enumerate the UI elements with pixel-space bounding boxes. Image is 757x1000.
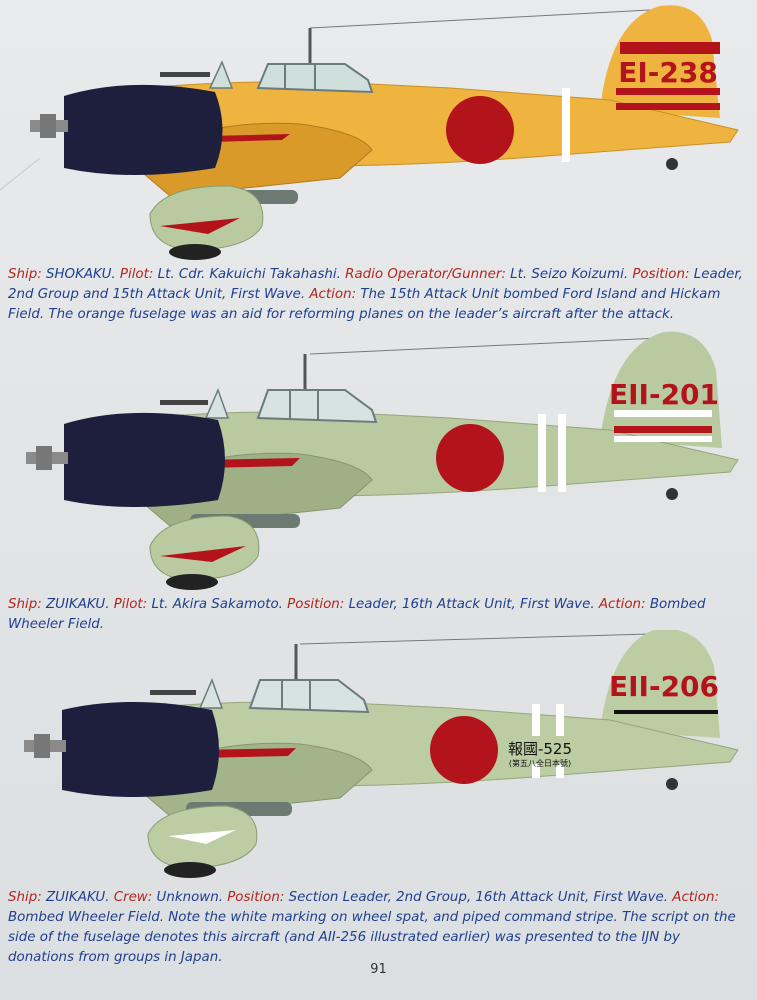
caption-3: Ship: ZUIKAKU. Crew: Unknown. Position: … (8, 888, 748, 968)
caption-field: Action: The 15th Attack Unit bombed Ford… (8, 287, 721, 322)
caption-field: Position: Leader, 16th Attack Unit, Firs… (287, 597, 595, 612)
caption-field: Ship: ZUIKAKU. (8, 890, 110, 905)
caption-field: Action: Bombed Wheeler Field. (8, 597, 706, 632)
page-number: 91 (370, 962, 387, 977)
tail-code: EII-201 (609, 378, 719, 411)
aircraft-profile-2: EII-201 (26, 331, 739, 590)
aircraft-profile-1: EI-238 (0, 5, 739, 260)
aircraft-profile-3: 報國-525 (第五八全日本號) EII-206 (24, 630, 739, 878)
caption-field: Position: Section Leader, 2nd Group, 16t… (227, 890, 669, 905)
caption-field: Pilot: Lt. Cdr. Kakuichi Takahashi. (119, 267, 341, 282)
tail-code: EII-206 (609, 670, 719, 703)
tail-code: EI-238 (618, 56, 718, 89)
caption-field: Ship: SHOKAKU. (8, 267, 116, 282)
hokoku-inscription: 報國-525 (508, 740, 572, 758)
caption-field: Position: Leader, 2nd Group and 15th Att… (8, 267, 743, 302)
caption-field: Action: Bombed Wheeler Field. Note the w… (8, 890, 736, 965)
hokoku-subtitle: (第五八全日本號) (509, 758, 571, 768)
caption-field: Radio Operator/Gunner: Lt. Seizo Koizumi… (345, 267, 629, 282)
caption-1: Ship: SHOKAKU. Pilot: Lt. Cdr. Kakuichi … (8, 265, 748, 325)
caption-2: Ship: ZUIKAKU. Pilot: Lt. Akira Sakamoto… (8, 595, 748, 635)
caption-field: Crew: Unknown. (113, 890, 223, 905)
caption-field: Pilot: Lt. Akira Sakamoto. (113, 597, 283, 612)
caption-field: Ship: ZUIKAKU. (8, 597, 110, 612)
